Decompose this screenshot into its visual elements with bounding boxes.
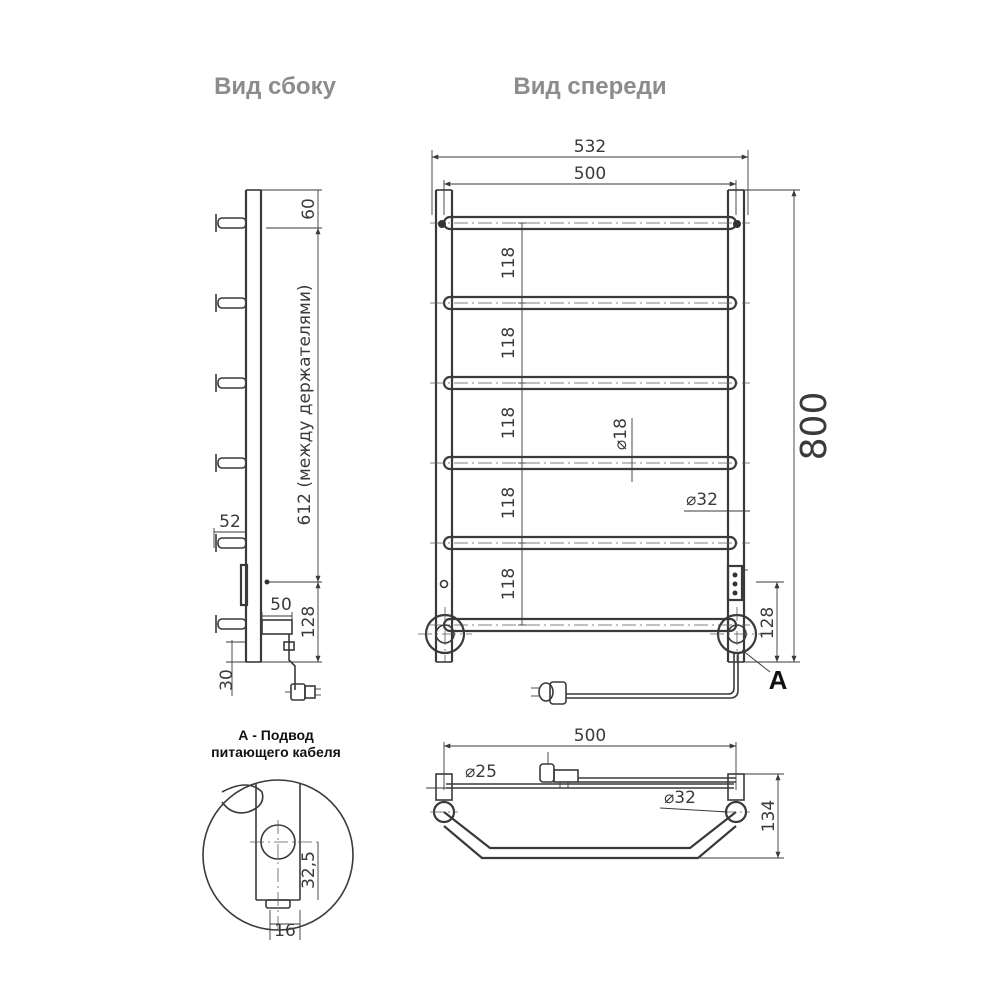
side-cable (283, 634, 296, 690)
dim-52-label: 52 (219, 512, 241, 532)
dim-500: 500 (443, 164, 737, 215)
top-left-cap (438, 220, 446, 228)
callout-a-letter: A (769, 665, 788, 695)
detail-a: А - Подвод питающего кабеля 32,5 16 (202, 727, 354, 941)
top-plug-icon (539, 752, 579, 788)
front-rung (430, 535, 750, 551)
dim-60-label: 60 (299, 198, 319, 220)
detail-body (221, 783, 322, 930)
dim-30: 30 (217, 640, 246, 696)
front-view: 532 500 800 128 (418, 137, 835, 705)
dim-800: 800 (744, 189, 835, 663)
dim-50-label: 50 (270, 595, 292, 615)
front-view-title: Вид спереди (513, 73, 666, 100)
dim-128-front: 128 (756, 581, 784, 662)
dim-50: 50 (261, 595, 293, 620)
detail-title-line2: питающего кабеля (211, 744, 341, 760)
side-holder (215, 374, 247, 392)
dim-16-label: 16 (274, 921, 296, 941)
dim-612: 612 (между держателями) (295, 228, 321, 582)
side-view: 60 612 (между держателями) 52 50 128 (213, 189, 322, 701)
dim-128-side: 128 (261, 582, 322, 663)
dim-diameter-32-label: ⌀32 (686, 490, 718, 510)
dim-118-label: 118 (499, 568, 519, 600)
dim-16: 16 (269, 910, 301, 941)
detail-title-line1: А - Подвод (238, 727, 314, 743)
dim-118-label: 118 (499, 247, 519, 279)
dim-diameter-32: ⌀32 (684, 490, 750, 512)
dim-612-label: 612 (между держателями) (295, 285, 315, 526)
dim-diameter-32-top: ⌀32 (659, 788, 729, 813)
dim-800-label: 800 (794, 392, 835, 461)
dim-134-label: 134 (759, 800, 779, 832)
dim-32-5: 32,5 (299, 842, 319, 900)
front-rung (430, 215, 750, 231)
dim-rung-spacing: 118 118 118 118 118 (499, 222, 526, 626)
front-rung (430, 295, 750, 311)
dim-532: 532 (431, 137, 749, 215)
side-holder (215, 534, 247, 552)
bottom-right-holder (710, 607, 764, 661)
dim-32-5-label: 32,5 (299, 851, 319, 889)
side-bracket (261, 579, 322, 635)
dim-128-front-label: 128 (758, 607, 778, 639)
side-holder (215, 214, 247, 232)
dim-60: 60 (261, 189, 322, 229)
side-holder (215, 615, 247, 633)
dim-118-label: 118 (499, 487, 519, 519)
dim-128-side-label: 128 (299, 606, 319, 638)
dim-diameter-18: ⌀18 (611, 418, 638, 482)
top-right-cap (733, 220, 741, 228)
callout-a: A (741, 649, 788, 695)
control-unit (726, 564, 748, 602)
side-control-unit (239, 563, 249, 607)
dim-134: 134 (700, 773, 784, 859)
dim-30-label: 30 (217, 669, 237, 691)
dim-118-label: 118 (499, 407, 519, 439)
plug-icon (531, 681, 567, 705)
dim-diameter-18-label: ⌀18 (611, 418, 631, 450)
side-holder (215, 454, 247, 472)
side-body (244, 189, 263, 663)
top-view: 500 ⌀25 (426, 726, 784, 860)
front-left-pipe (434, 189, 454, 663)
dim-118-label: 118 (499, 327, 519, 359)
side-plug-icon (285, 683, 321, 701)
side-holder (215, 294, 247, 312)
top-cable (578, 777, 736, 783)
front-rung (430, 375, 750, 391)
dim-diameter-25: ⌀25 (426, 762, 500, 789)
bottom-left-holder (418, 607, 472, 661)
left-plug-screw (439, 579, 449, 589)
dim-diameter-32-top-label: ⌀32 (664, 788, 696, 808)
front-rung (430, 455, 750, 471)
dim-diameter-25-label: ⌀25 (465, 762, 497, 782)
dim-500-label: 500 (574, 164, 606, 184)
front-rung (430, 617, 750, 633)
dim-532-label: 532 (574, 137, 606, 157)
dim-52: 52 (213, 512, 247, 548)
power-cable (566, 654, 739, 699)
side-view-title: Вид сбоку (214, 73, 337, 100)
dim-500-top-label: 500 (574, 726, 606, 746)
